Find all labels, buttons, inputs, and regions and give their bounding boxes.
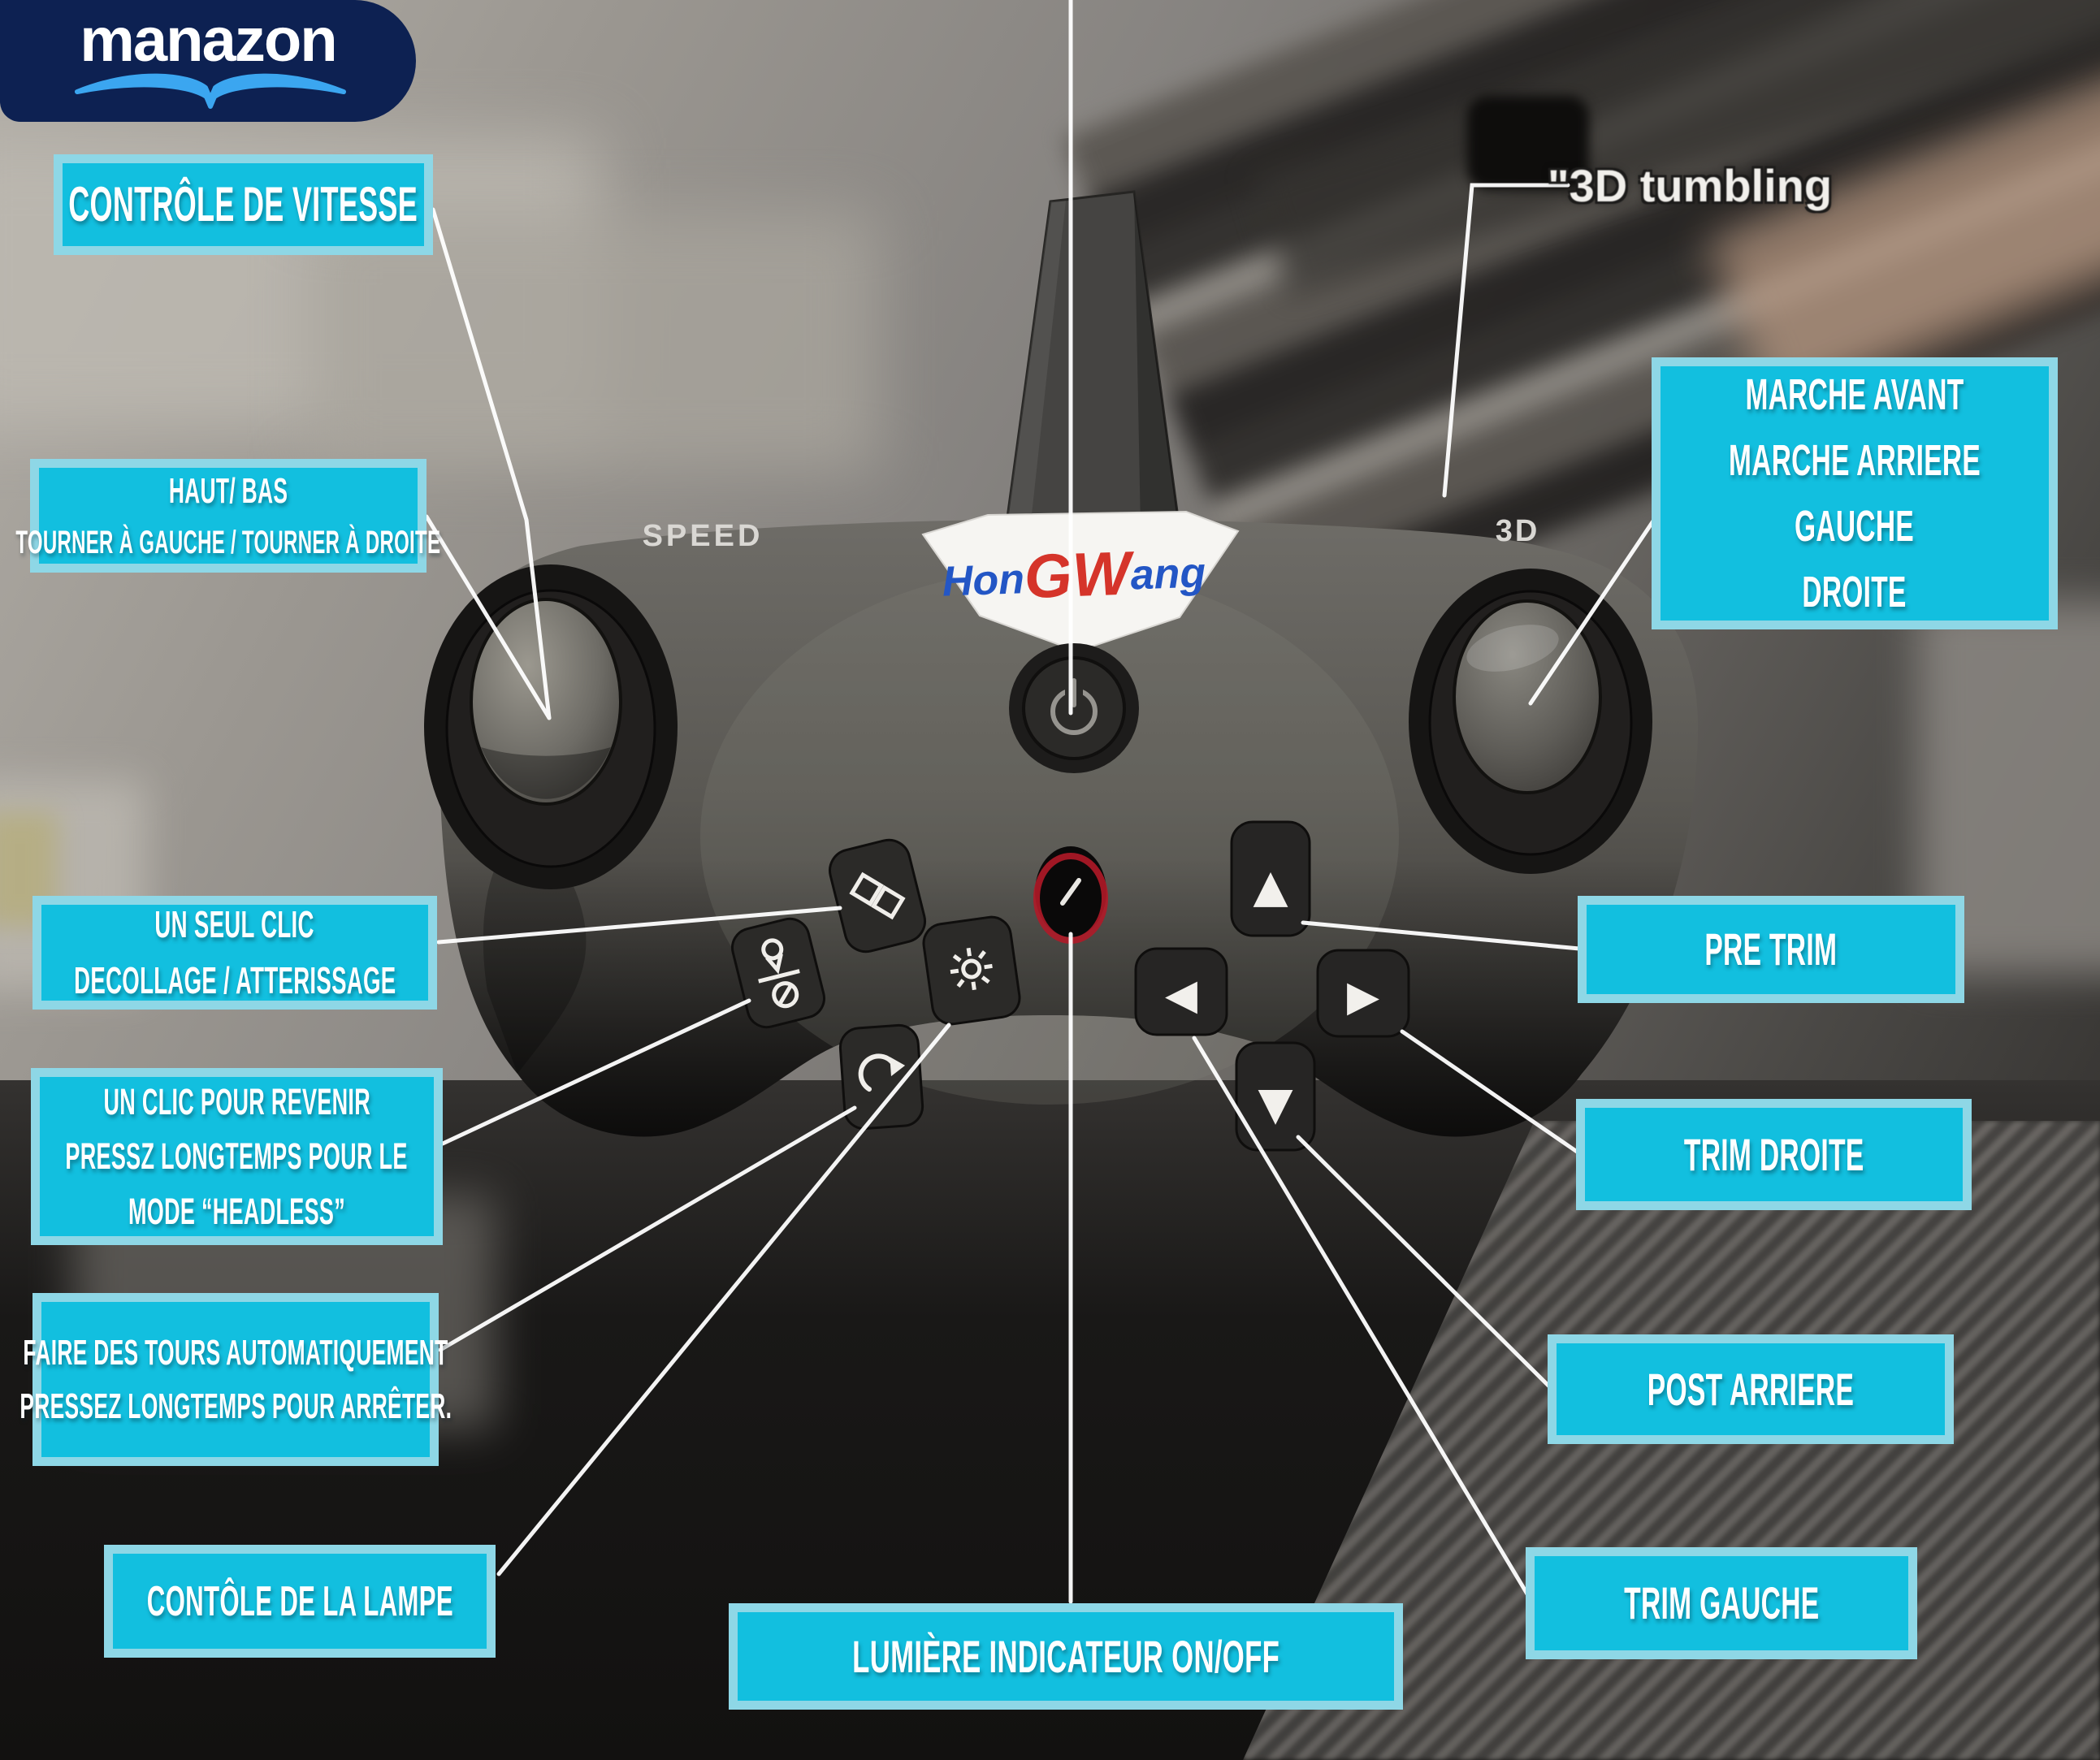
- triangle-up-icon: ▲: [1253, 860, 1288, 913]
- callout-trim-gauche: TRIM GAUCHE: [1526, 1547, 1917, 1659]
- triangle-down-icon: ▼: [1258, 1078, 1292, 1131]
- callout-one-click: UN SEUL CLIC DECOLLAGE / ATTERISSAGE: [32, 896, 437, 1010]
- logo-swoosh-icon: [75, 73, 346, 109]
- flip-button: [829, 838, 926, 954]
- callout-text: FAIRE DES TOURS AUTOMATIQUEMENT: [23, 1332, 448, 1373]
- dpad-down: ▼: [1235, 1041, 1316, 1152]
- callout-text: PRESSZ LONGTEMPS POUR LE: [65, 1135, 409, 1178]
- antenna: [1004, 190, 1181, 531]
- callout-lumiere: LUMIÈRE INDICATEUR ON/OFF: [729, 1603, 1403, 1710]
- takeoff-landing-button: [731, 917, 825, 1029]
- callout-text: CONTÔLE DE LA LAMPE: [146, 1577, 453, 1625]
- callout-text: DECOLLAGE / ATTERISSAGE: [73, 959, 396, 1001]
- callout-text: DROITE: [1802, 567, 1907, 616]
- photo-caption-3d-tumbling: "3D tumbling: [1548, 160, 1833, 211]
- power-button: [1009, 643, 1139, 773]
- triangle-right-icon: ▶: [1347, 972, 1379, 1021]
- indicator-led: [1033, 846, 1108, 944]
- callout-text: LUMIÈRE INDICATEUR ON/OFF: [852, 1630, 1279, 1682]
- callout-text: POST ARRIERE: [1647, 1363, 1855, 1415]
- callout-up-down: HAUT/ BAS TOURNER À GAUCHE / TOURNER À D…: [16, 459, 440, 573]
- right-stick: [1409, 569, 1652, 874]
- callout-text: UN SEUL CLIC: [154, 903, 315, 945]
- rotate-button: [838, 1023, 924, 1131]
- callout-text: MODE “HEADLESS”: [128, 1190, 346, 1232]
- callout-text: GAUCHE: [1795, 501, 1915, 551]
- callout-text: TOURNER À GAUCHE / TOURNER À DROITE: [15, 525, 441, 560]
- threed-print-label: 3D: [1496, 514, 1540, 548]
- speed-print-label: SPEED: [643, 519, 764, 553]
- callout-text: TRIM GAUCHE: [1623, 1577, 1820, 1628]
- dpad-right: ▶: [1316, 949, 1410, 1038]
- dpad-left: ◀: [1134, 947, 1228, 1036]
- pin-over-circle-icon: [758, 938, 800, 1009]
- callout-text: TRIM DROITE: [1683, 1128, 1864, 1180]
- light-button: [922, 915, 1021, 1026]
- sun-rays-icon: [950, 947, 993, 991]
- callout-text: MARCHE ARRIERE: [1729, 435, 1981, 485]
- callout-marche: MARCHE AVANT MARCHE ARRIERE GAUCHE DROIT…: [1652, 357, 2058, 629]
- callout-text: UN CLIC POUR REVENIR: [103, 1080, 370, 1122]
- double-diamond-icon: [849, 871, 906, 920]
- manazon-logo-text: manazon: [80, 6, 337, 75]
- callout-text: PRE TRIM: [1704, 923, 1838, 975]
- manazon-logo: manazon: [0, 0, 416, 122]
- callout-trim-droite: TRIM DROITE: [1576, 1099, 1972, 1210]
- callout-text: MARCHE AVANT: [1745, 370, 1964, 419]
- triangle-left-icon: ◀: [1165, 971, 1197, 1019]
- callout-speed-control: CONTRÔLE DE VITESSE: [54, 154, 433, 255]
- callout-pre-trim: PRE TRIM: [1578, 896, 1964, 1003]
- left-stick: [424, 564, 678, 889]
- dpad-up: ▲: [1230, 820, 1311, 937]
- callout-post-arriere: POST ARRIERE: [1548, 1334, 1954, 1444]
- callout-text: HAUT/ BAS: [168, 471, 288, 511]
- callout-tours: FAIRE DES TOURS AUTOMATIQUEMENT PRESSEZ …: [19, 1293, 452, 1466]
- callout-text: PRESSEZ LONGTEMPS POUR ARRÊTER.: [19, 1386, 452, 1426]
- callout-lampe: CONTÔLE DE LA LAMPE: [104, 1545, 496, 1658]
- callout-text: CONTRÔLE DE VITESSE: [68, 177, 418, 231]
- callout-revenir: UN CLIC POUR REVENIR PRESSZ LONGTEMPS PO…: [31, 1068, 443, 1245]
